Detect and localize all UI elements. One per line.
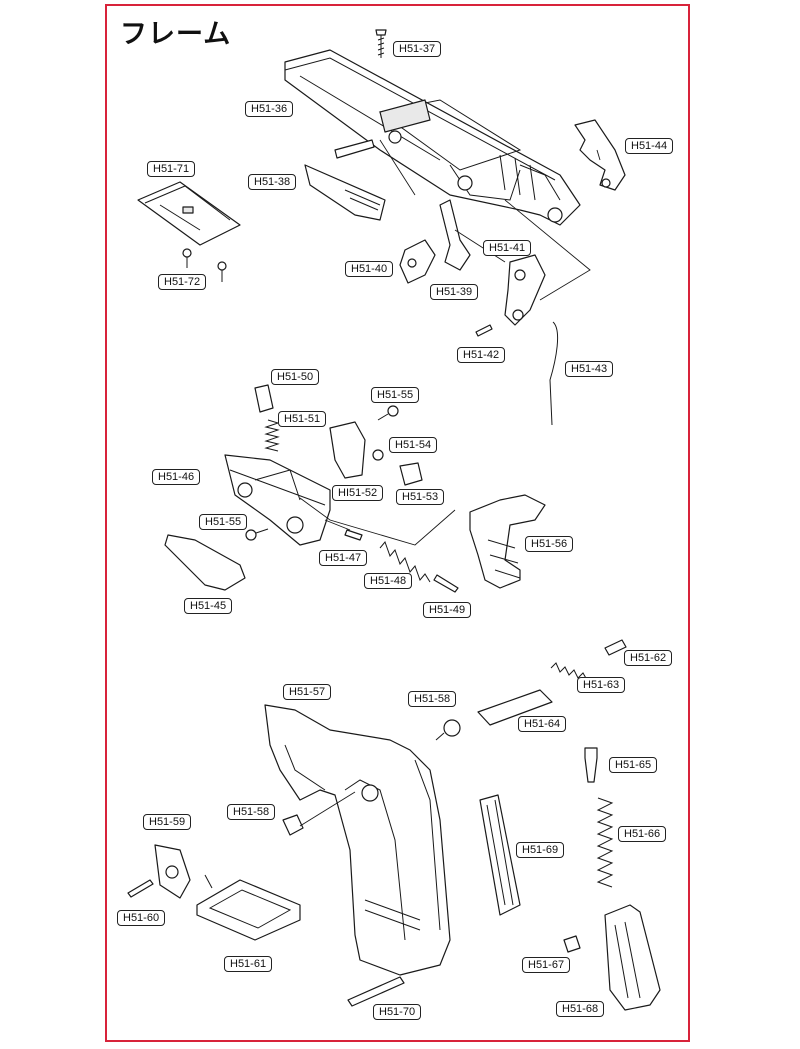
label-h51-54: H51-54: [389, 437, 438, 453]
part-h51-40: [399, 239, 436, 284]
part-h51-65: [584, 747, 598, 783]
part-h51-56-grip: [469, 494, 546, 589]
part-h51-72-screws: [182, 248, 227, 282]
part-h51-44: [574, 119, 626, 191]
label-h51-36: H51-36: [245, 101, 294, 117]
label-h51-71: H51-71: [147, 161, 196, 177]
part-h51-55-screw-b: [245, 528, 269, 541]
label-hi51-52: HI51-52: [332, 485, 384, 501]
part-h51-51-spring: [264, 419, 280, 452]
part-h51-38-pin: [304, 139, 386, 221]
label-h51-66: H51-66: [618, 826, 667, 842]
label-h51-40: H51-40: [345, 261, 394, 277]
part-h51-48-spring: [379, 541, 431, 583]
label-h51-61: H51-61: [224, 956, 273, 972]
part-h51-57-frame: [264, 704, 451, 976]
label-h51-50: H51-50: [271, 369, 320, 385]
label-h51-62: H51-62: [624, 650, 673, 666]
label-h51-64: H51-64: [518, 716, 567, 732]
part-h51-41: [504, 254, 546, 326]
label-h51-42: H51-42: [457, 347, 506, 363]
label-h51-53: H51-53: [396, 489, 445, 505]
label-h51-55-top: H51-55: [371, 387, 420, 403]
label-h51-55-mid: H51-55: [199, 514, 248, 530]
label-h51-48: H51-48: [364, 573, 413, 589]
part-h51-54: [329, 421, 384, 479]
label-h51-72: H51-72: [158, 274, 207, 290]
part-h51-63-spring: [550, 662, 588, 681]
part-h51-47-pin: [344, 529, 363, 541]
part-h51-68-housing: [604, 904, 661, 1011]
part-h51-45: [164, 534, 246, 591]
part-h51-62: [604, 639, 627, 656]
part-h51-60-pin: [127, 879, 154, 898]
label-h51-38: H51-38: [248, 174, 297, 190]
label-h51-46: H51-46: [152, 469, 201, 485]
label-h51-63: H51-63: [577, 677, 626, 693]
part-h51-46-housing: [224, 454, 331, 546]
diagram-title: フレーム: [120, 19, 232, 50]
part-h51-53: [399, 462, 423, 486]
part-h51-64: [477, 689, 553, 726]
part-h51-58-screw-b: [282, 791, 356, 836]
label-h51-58-mid: H51-58: [227, 804, 276, 820]
part-h51-42-pin: [475, 324, 493, 337]
label-h51-67: H51-67: [522, 957, 571, 973]
label-h51-57: H51-57: [283, 684, 332, 700]
label-h51-47: H51-47: [319, 550, 368, 566]
part-h51-66-spring: [596, 797, 614, 888]
label-h51-41: H51-41: [483, 240, 532, 256]
label-h51-51: H51-51: [278, 411, 327, 427]
label-h51-60: H51-60: [117, 910, 166, 926]
label-h51-58-top: H51-58: [408, 691, 457, 707]
part-h51-55-screw-a: [377, 405, 399, 421]
part-h51-39-hammer: [439, 199, 471, 271]
label-h51-45: H51-45: [184, 598, 233, 614]
part-h51-49: [433, 574, 459, 593]
part-h51-37-screw: [375, 29, 387, 58]
label-h51-70: H51-70: [373, 1004, 422, 1020]
part-h51-43-spring: [549, 321, 559, 426]
part-h51-69-strips: [479, 794, 521, 916]
label-h51-59: H51-59: [143, 814, 192, 830]
part-h51-67: [563, 935, 581, 953]
part-h51-59: [154, 844, 191, 899]
part-h51-58-screw-a: [435, 719, 461, 741]
label-h51-39: H51-39: [430, 284, 479, 300]
part-h51-70-pin: [347, 976, 405, 1007]
label-h51-56: H51-56: [525, 536, 574, 552]
label-h51-49: H51-49: [423, 602, 472, 618]
label-h51-65: H51-65: [609, 757, 658, 773]
part-h51-50: [254, 384, 274, 413]
label-h51-37: H51-37: [393, 41, 442, 57]
label-h51-43: H51-43: [565, 361, 614, 377]
part-h51-61-tray: [196, 874, 301, 941]
part-h51-71-plate: [137, 181, 241, 246]
part-h51-36-rail: [284, 49, 581, 226]
label-h51-69: H51-69: [516, 842, 565, 858]
label-h51-68: H51-68: [556, 1001, 605, 1017]
label-h51-44: H51-44: [625, 138, 674, 154]
